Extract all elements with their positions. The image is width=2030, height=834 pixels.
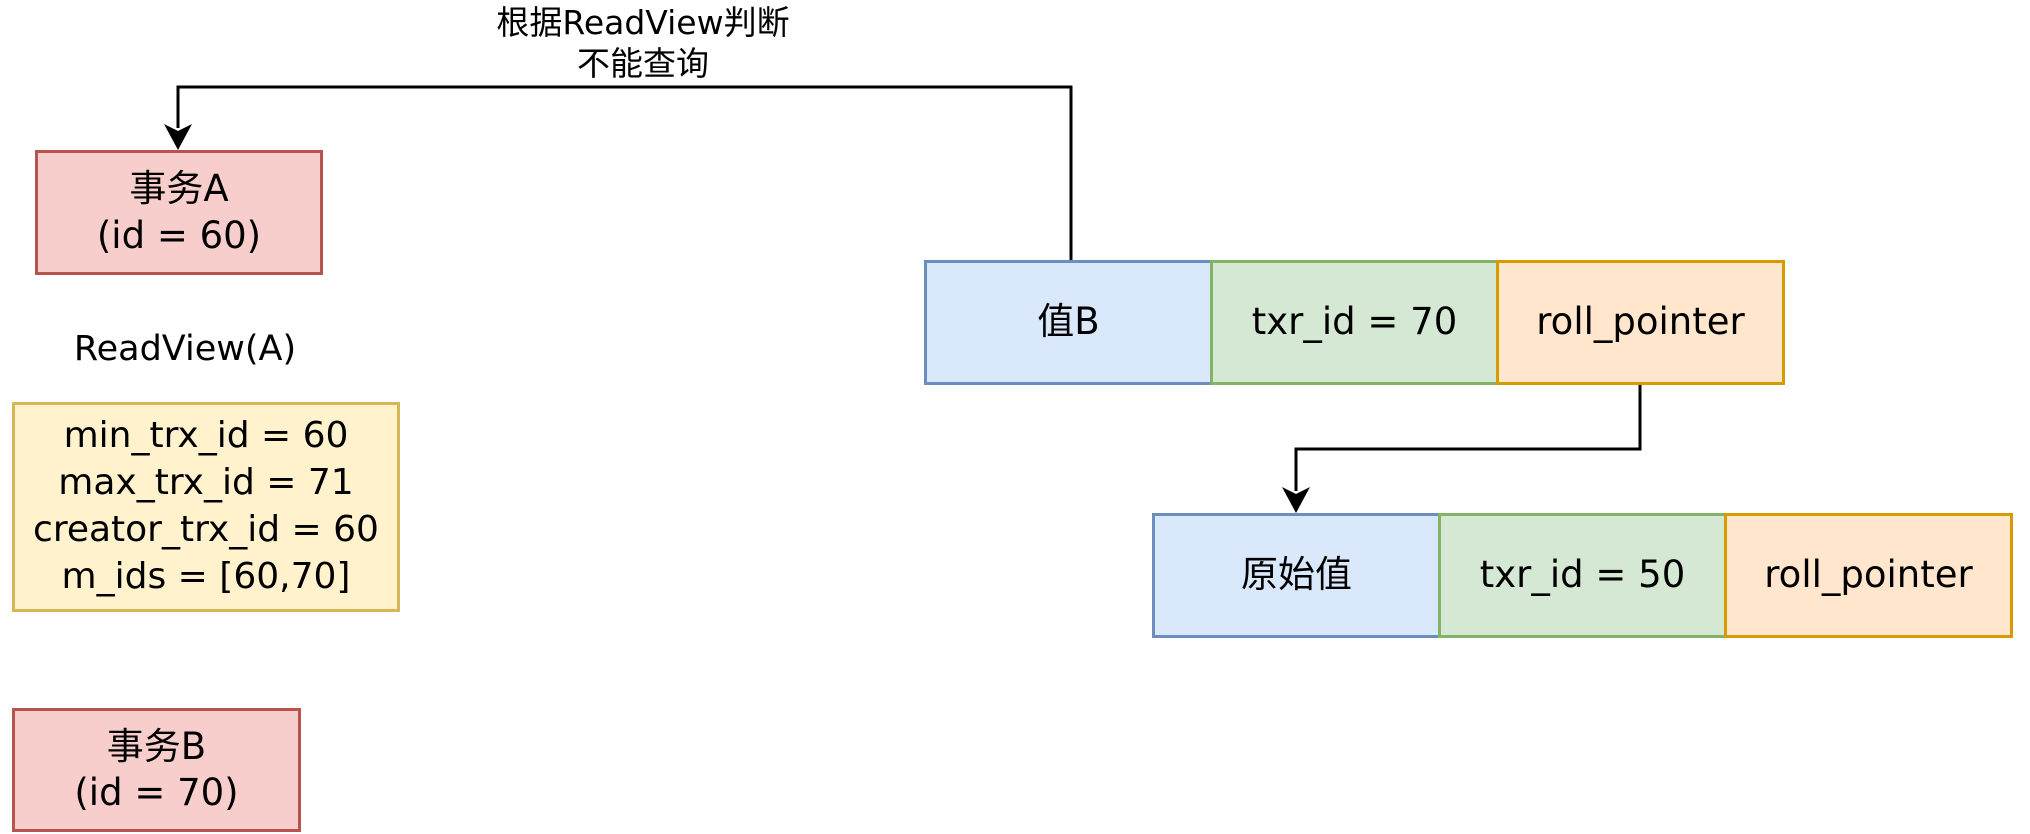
current-roll-pointer-text: roll_pointer	[1536, 300, 1745, 344]
readview-m-ids: m_ids = [60,70]	[61, 555, 351, 597]
roll-pointer-arrowhead	[1282, 487, 1310, 513]
current-roll-pointer-cell: roll_pointer	[1496, 260, 1785, 385]
current-value-cell: 值B	[924, 260, 1213, 385]
readview-max-trx-id: max_trx_id = 71	[58, 462, 354, 504]
readview-judgement-arrowhead	[164, 124, 192, 150]
readview-title: ReadView(A)	[73, 329, 297, 369]
original-value-cell: 原始值	[1152, 513, 1441, 638]
readview-creator-trx-id: creator_trx_id = 60	[33, 509, 379, 550]
original-value-text: 原始值	[1241, 553, 1352, 597]
original-roll-pointer-cell: roll_pointer	[1724, 513, 2013, 638]
original-txr-id-cell: txr_id = 50	[1438, 513, 1727, 638]
original-txr-id-text: txr_id = 50	[1479, 553, 1686, 597]
arrow-label-line1: 根据ReadView判断	[496, 3, 790, 42]
transaction-a-id: (id = 60)	[96, 213, 262, 257]
current-txr-id-text: txr_id = 70	[1251, 300, 1458, 344]
readview-box: min_trx_id = 60 max_trx_id = 71 creator_…	[12, 402, 400, 612]
transaction-a-box: 事务A (id = 60)	[35, 150, 323, 275]
transaction-b-id: (id = 70)	[74, 771, 239, 814]
transaction-a-name: 事务A	[129, 167, 229, 211]
current-txr-id-cell: txr_id = 70	[1210, 260, 1499, 385]
arrow-label: 根据ReadView判断 不能查询	[443, 2, 843, 85]
readview-judgement-arrow	[176, 85, 1073, 260]
transaction-b-name: 事务B	[106, 724, 207, 768]
readview-min-trx-id: min_trx_id = 60	[63, 415, 349, 457]
current-value-text: 值B	[1037, 300, 1100, 344]
original-roll-pointer-text: roll_pointer	[1764, 553, 1973, 597]
roll-pointer-arrow	[1294, 385, 1642, 491]
arrow-label-line2: 不能查询	[577, 44, 709, 84]
transaction-b-box: 事务B (id = 70)	[12, 708, 301, 832]
